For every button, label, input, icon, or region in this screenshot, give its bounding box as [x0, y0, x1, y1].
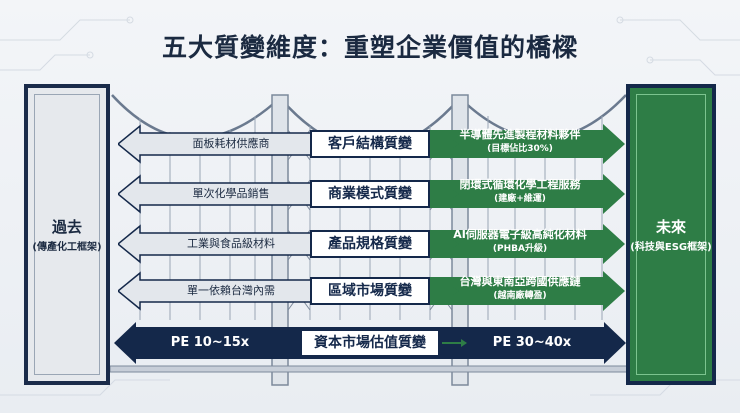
left-arrow [118, 174, 334, 214]
dimension-row-business-model: 單次化學品銷售 閉環式循環化學工程服務 (建廠+維運) 商業模式質變 [0, 174, 740, 214]
past-state-label: 面板耗材供應商 [192, 137, 270, 150]
left-arrow [118, 224, 334, 264]
future-sublabel: (科技與ESG框架) [630, 242, 712, 253]
future-state-text: 閉環式循環化學工程服務 [459, 178, 581, 191]
bridge-deck [109, 365, 631, 373]
past-panel: 過去 (傳產化工框架) [24, 84, 110, 385]
valuation-future-label: PE 30~40x [492, 335, 572, 350]
past-label: 過去 [51, 218, 82, 236]
future-panel: 未來 (科技與ESG框架) [626, 84, 716, 385]
future-state-note: (建廠+維運) [494, 194, 546, 204]
right-arrow [410, 271, 625, 311]
dimension-box: 區域市場質變 [310, 277, 430, 305]
future-state-label: 台灣與東南亞跨國供應鏈 (越南廠轉盈) [436, 275, 604, 303]
connector-arrow [432, 140, 459, 148]
circuit-pattern [0, 16, 740, 396]
future-label: 未來 [655, 218, 686, 236]
connector-arrow [432, 240, 459, 248]
dimension-box: 產品規格質變 [310, 230, 430, 258]
past-sublabel: (傳產化工框架) [32, 242, 102, 253]
right-arrow [410, 174, 625, 214]
future-state-note: (越南廠轉盈) [493, 291, 547, 301]
future-state-text: AI伺服器電子級高純化材料 [453, 228, 587, 241]
connector-arrow [432, 190, 459, 198]
dimension-box: 商業模式質變 [310, 180, 430, 208]
future-state-note: (PHBA升級) [492, 244, 548, 254]
valuation-past-label: PE 10~15x [170, 335, 250, 350]
past-state-label: 工業與食品級材料 [187, 237, 275, 250]
page-title: 五大質變維度：重塑企業價值的橋樑 [161, 33, 578, 62]
future-state-label: 閉環式循環化學工程服務 (建廠+維運) [436, 178, 604, 206]
future-state-label: 半導體先進製程材料夥伴 (目標佔比30%) [436, 128, 604, 156]
right-arrow [410, 224, 625, 264]
future-state-note: (目標佔比30%) [487, 144, 553, 154]
future-state-text: 台灣與東南亞跨國供應鏈 [459, 275, 581, 288]
dimension-row-product-spec: 工業與食品級材料 AI伺服器電子級高純化材料 (PHBA升級) 產品規格質變 [0, 224, 740, 264]
left-arrow [118, 271, 334, 311]
dimension-row-customer: 面板耗材供應商 半導體先進製程材料夥伴 (目標佔比30%) 客戶結構質變 [0, 124, 740, 164]
valuation-connector-arrow [442, 339, 467, 347]
connector-arrow [432, 287, 459, 295]
dimension-box: 客戶結構質變 [310, 130, 430, 158]
past-state-label: 單一依賴台灣內需 [187, 284, 275, 297]
valuation-dimension-box: 資本市場估值質變 [300, 329, 440, 357]
future-state-text: 半導體先進製程材料夥伴 [459, 128, 581, 141]
dimension-row-regional-market: 單一依賴台灣內需 台灣與東南亞跨國供應鏈 (越南廠轉盈) 區域市場質變 [0, 271, 740, 311]
past-state-label: 單次化學品銷售 [192, 187, 270, 200]
left-arrow [118, 124, 334, 164]
right-arrow [410, 124, 625, 164]
future-state-label: AI伺服器電子級高純化材料 (PHBA升級) [436, 228, 604, 256]
